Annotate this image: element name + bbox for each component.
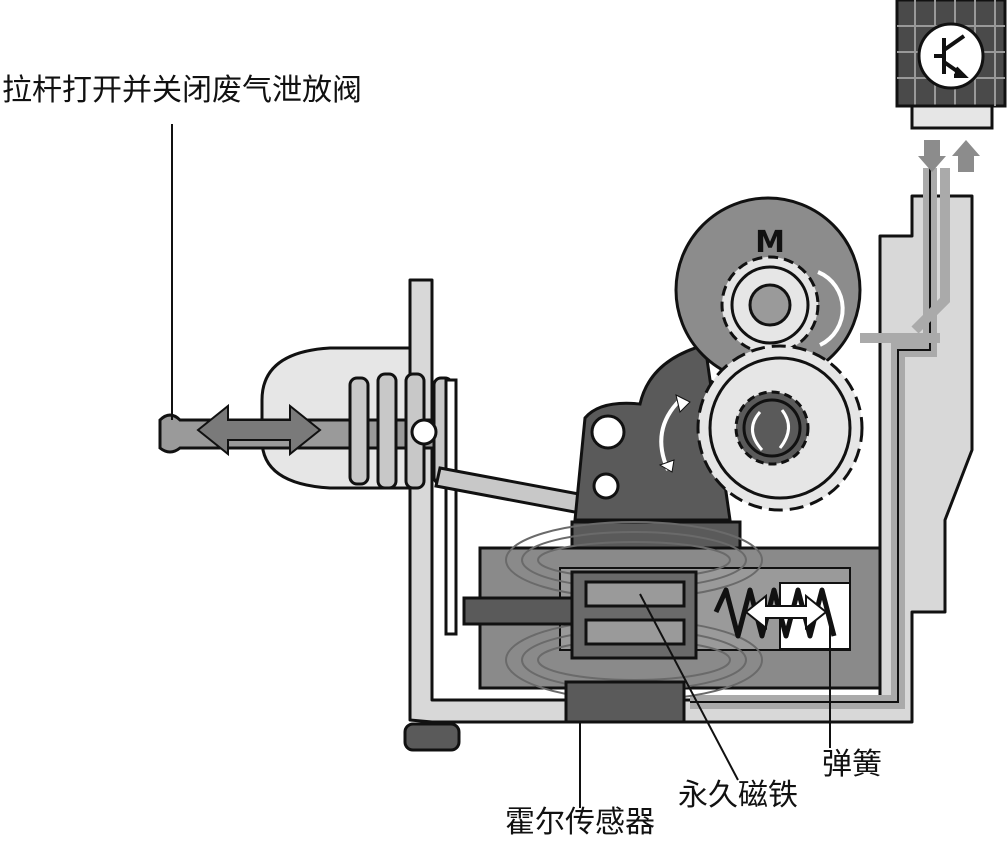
intermediate-gear <box>696 344 864 512</box>
spring-disc-stack <box>348 372 458 636</box>
signal-arrows <box>918 140 980 172</box>
control-unit <box>895 0 1007 130</box>
permanent-magnet <box>570 570 698 660</box>
motor-label: M <box>755 225 785 260</box>
spring-label: 弹簧 <box>822 747 882 782</box>
hall-sensor <box>564 680 686 724</box>
spring-motion-arrow <box>744 593 828 631</box>
motor-pinion-gear <box>720 255 820 355</box>
leader-lines <box>171 124 831 808</box>
leader-magnet <box>639 593 739 781</box>
sector-gear <box>570 343 742 550</box>
rod-label: 拉杆打开并关闭废气泄放阀 <box>2 73 362 108</box>
arrow-down-icon <box>918 140 946 172</box>
arrow-up-icon <box>952 140 980 172</box>
transistor-icon <box>934 34 969 78</box>
rod-motion-arrow <box>196 403 322 457</box>
permanent-magnet-label: 永久磁铁 <box>678 778 798 813</box>
hall-sensor-label: 霍尔传感器 <box>505 805 655 840</box>
magnet-carrier-rod <box>462 596 586 626</box>
